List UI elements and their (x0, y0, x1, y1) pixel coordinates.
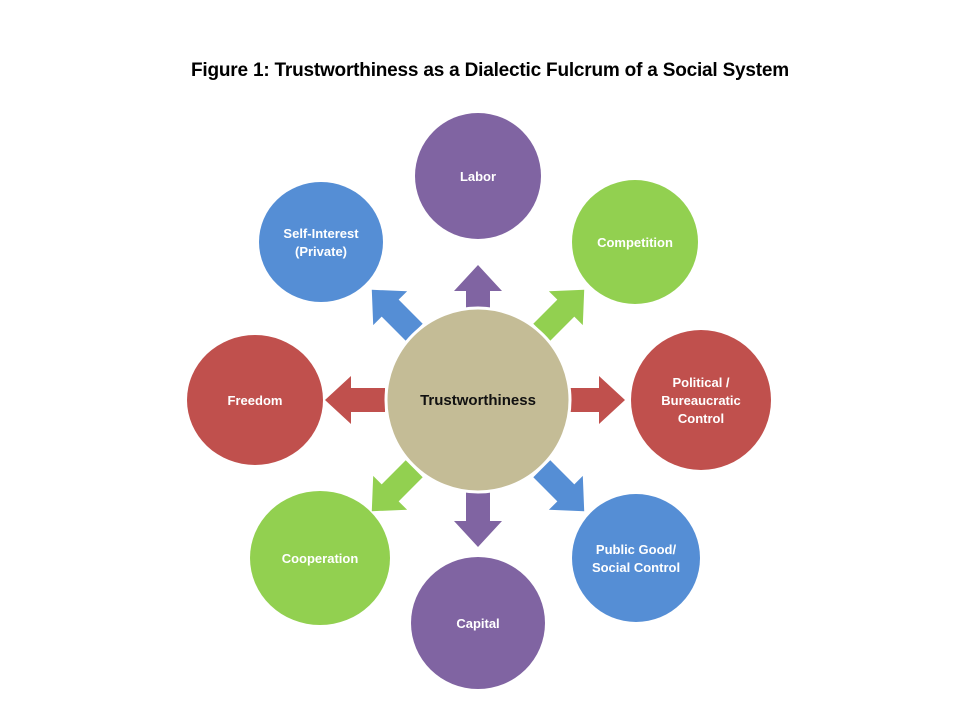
node-label: (Private) (295, 244, 347, 259)
node-circle-political-bureaucratic-control (631, 330, 771, 470)
node-cooperation: Cooperation (250, 491, 390, 625)
node-label: Freedom (228, 393, 283, 408)
node-circle-labor (415, 113, 541, 239)
node-label: Self-Interest (283, 226, 359, 241)
node-label: Labor (460, 169, 496, 184)
node-public-good-social-control: Public Good/Social Control (572, 494, 700, 622)
node-freedom: Freedom (187, 335, 323, 465)
arrow-up-left (371, 289, 423, 341)
node-self-interest-private: Self-Interest (Private) (259, 182, 383, 302)
node-label: Political / (672, 375, 729, 390)
node-label: Cooperation (282, 551, 359, 566)
node-label: Capital (456, 616, 499, 631)
arrow-down (454, 487, 502, 547)
node-labor: Labor (415, 113, 541, 239)
node-label: Control (678, 411, 724, 426)
node-circle-competition (572, 180, 698, 304)
node-label: Public Good/ (596, 542, 677, 557)
node-label: Bureaucratic (661, 393, 740, 408)
arrows-layer (325, 265, 625, 547)
node-competition: Competition (572, 180, 698, 304)
arrow-right (565, 376, 625, 424)
node-circle-cooperation (250, 491, 390, 625)
node-label: Competition (597, 235, 673, 250)
arrow-left (325, 376, 385, 424)
arrow-down-left (371, 460, 423, 512)
node-circle-freedom (187, 335, 323, 465)
node-circle-capital (411, 557, 545, 689)
node-label: Social Control (592, 560, 680, 575)
node-capital: Capital (411, 557, 545, 689)
center-label: Trustworthiness (420, 392, 536, 409)
center-node: Trustworthiness (384, 306, 572, 494)
node-circle-self-interest-private (259, 182, 383, 302)
center-circle (384, 306, 572, 494)
figure-title: Figure 1: Trustworthiness as a Dialectic… (191, 60, 789, 81)
arrow-up-right (533, 289, 585, 341)
node-circle-public-good-social-control (572, 494, 700, 622)
arrow-down-right (533, 460, 585, 512)
